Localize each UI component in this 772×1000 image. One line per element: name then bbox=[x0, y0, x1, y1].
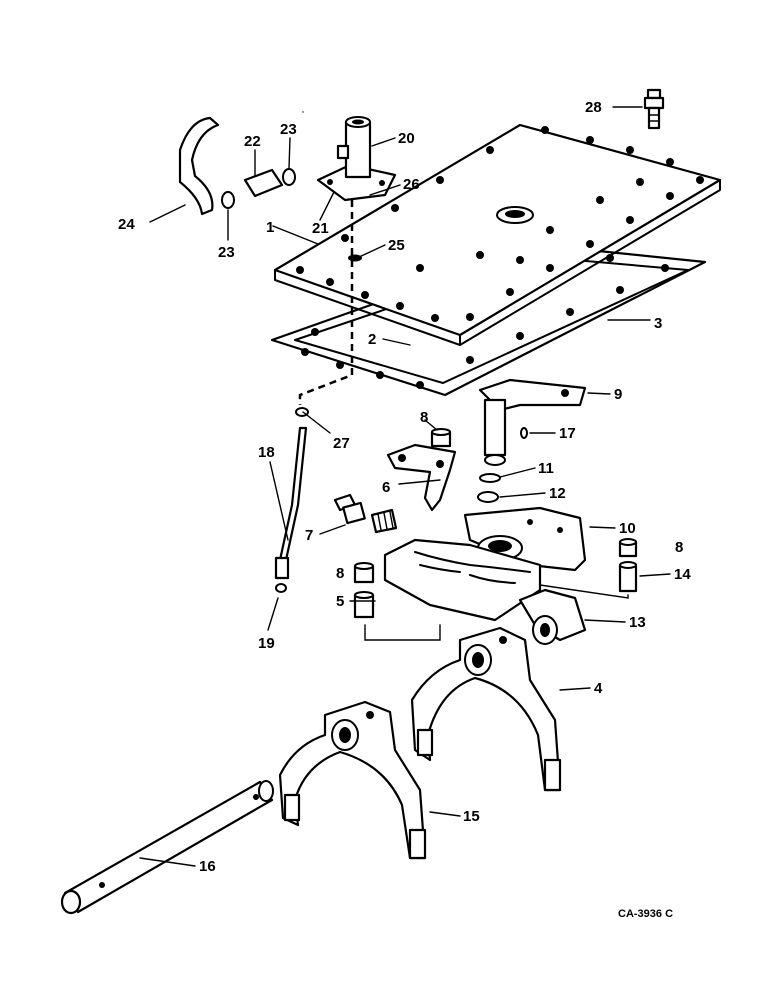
connector-line bbox=[364, 624, 441, 641]
shift-lever-bracket bbox=[386, 443, 457, 512]
label-23b: 23 bbox=[218, 244, 235, 261]
shift-lever bbox=[478, 378, 587, 466]
label-9: 9 bbox=[614, 386, 622, 403]
shift-fork-small bbox=[278, 700, 427, 860]
breather-fitting bbox=[316, 116, 397, 202]
washer bbox=[479, 473, 501, 483]
label-8a: 8 bbox=[420, 409, 428, 426]
label-28: 28 bbox=[585, 99, 602, 116]
label-26: 26 bbox=[403, 176, 420, 193]
label-8b: 8 bbox=[675, 539, 683, 556]
spring-and-plunger bbox=[333, 493, 398, 534]
bushing-cap-right bbox=[618, 538, 638, 558]
breather-cap-screw bbox=[643, 88, 665, 130]
label-27: 27 bbox=[333, 435, 350, 452]
label-3: 3 bbox=[654, 315, 662, 332]
label-14: 14 bbox=[674, 566, 691, 583]
label-1: 1 bbox=[266, 219, 274, 236]
label-4: 4 bbox=[594, 680, 603, 697]
label-21: 21 bbox=[312, 220, 329, 237]
bushing-cap-upper bbox=[430, 428, 452, 448]
label-5: 5 bbox=[336, 593, 344, 610]
label-11: 11 bbox=[538, 460, 554, 477]
label-24: 24 bbox=[118, 216, 135, 233]
hose-assembly bbox=[178, 116, 296, 216]
label-25: 25 bbox=[388, 237, 405, 254]
label-22: 22 bbox=[244, 133, 261, 150]
label-10: 10 bbox=[619, 520, 636, 537]
connector-line bbox=[539, 584, 629, 599]
figure-code: CA-3936 C bbox=[618, 908, 673, 920]
label-2: 2 bbox=[368, 331, 376, 348]
oil-tube bbox=[274, 407, 309, 593]
dowel-pin bbox=[618, 561, 638, 593]
bushing-cap-left bbox=[353, 562, 375, 584]
label-16: 16 bbox=[199, 858, 216, 875]
shift-block bbox=[518, 588, 587, 645]
label-18: 18 bbox=[258, 444, 275, 461]
shift-rail bbox=[60, 780, 274, 915]
selector-block bbox=[383, 538, 542, 622]
pin bbox=[520, 427, 528, 439]
bushing bbox=[353, 591, 375, 619]
label-8c: 8 bbox=[336, 565, 344, 582]
label-20: 20 bbox=[398, 130, 415, 147]
label-13: 13 bbox=[629, 614, 646, 631]
label-7: 7 bbox=[305, 527, 313, 544]
label-6: 6 bbox=[382, 479, 390, 496]
alignment-line bbox=[298, 200, 354, 405]
leader-lines bbox=[139, 106, 671, 867]
part-labels: 1 2 3 4 5 6 7 8 8 8 9 10 11 12 13 14 15 … bbox=[118, 99, 691, 875]
label-12: 12 bbox=[549, 485, 566, 502]
cover-plate bbox=[273, 123, 722, 346]
retaining-ring bbox=[477, 491, 499, 503]
shift-fork-large bbox=[410, 626, 562, 792]
label-23a: 23 bbox=[280, 121, 297, 138]
label-15: 15 bbox=[463, 808, 480, 825]
label-19: 19 bbox=[258, 635, 275, 652]
label-17: 17 bbox=[559, 425, 576, 442]
